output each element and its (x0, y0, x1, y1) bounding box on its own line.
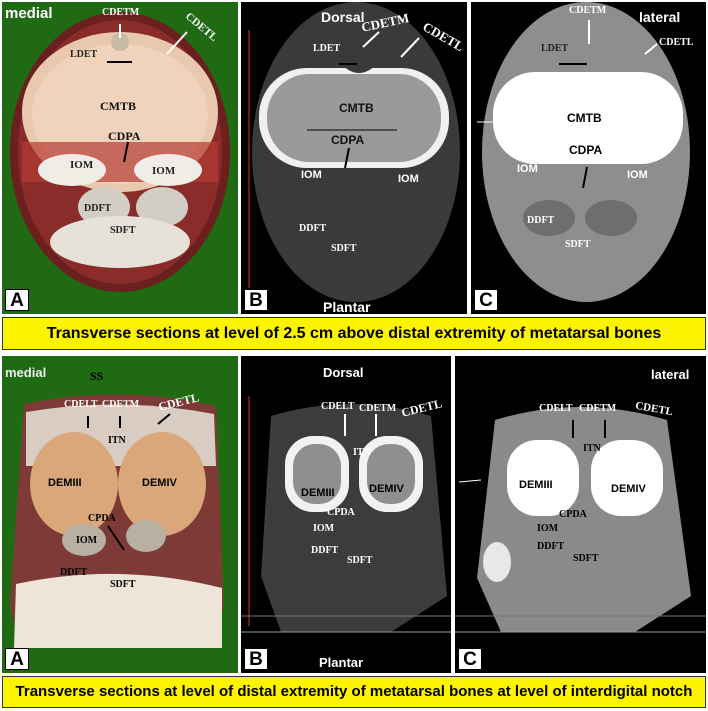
label-cdpa: CDPA (108, 129, 141, 143)
label-ldet: LDET (541, 43, 569, 54)
label-sdft: SDFT (347, 555, 373, 566)
label-iom: IOM (537, 523, 559, 534)
panel-letter-a: A (5, 648, 29, 670)
label-cdetm: CDETM (359, 403, 397, 414)
label-demiv: DEMIV (369, 483, 404, 495)
panel-letter-b: B (244, 648, 268, 670)
row1-specimen-drawing (10, 12, 230, 292)
label-cmtb: CMTB (100, 99, 136, 113)
label-sdft: SDFT (110, 579, 136, 590)
row1-panel-b: Dorsal CDETM CDETL LDET CMTB CDPA IOM IO… (241, 2, 467, 314)
label-iom-right: IOM (627, 169, 648, 181)
label-cmtb: CMTB (339, 101, 374, 115)
label-ddft: DDFT (311, 545, 339, 556)
label-ddft: DDFT (299, 223, 327, 234)
label-demiii: DEMIII (519, 479, 553, 491)
label-iom-left: IOM (517, 163, 538, 175)
orientation-lateral: lateral (639, 9, 681, 25)
label-sdft: SDFT (573, 553, 599, 564)
label-iom-right: IOM (152, 165, 176, 177)
label-demiv: DEMIV (611, 483, 646, 495)
label-cdpa: CDPA (569, 143, 603, 157)
panel-letter-c: C (458, 648, 482, 670)
label-cdetm: CDETM (579, 403, 617, 414)
label-cdpa: CDPA (331, 133, 365, 147)
panel-letter-b: B (244, 289, 268, 311)
label-demiv: DEMIV (142, 477, 177, 489)
label-cpda: CPDA (559, 509, 587, 520)
orientation-plantar: Plantar (319, 655, 364, 670)
row2-panel-b: Dorsal CDELT CDETM CDETL ITN DEMIII DEMI… (241, 356, 451, 673)
row2-ct-drawing (241, 396, 451, 633)
label-cdetm: CDETM (102, 7, 140, 18)
row2-panel-c: lateral CDELT CDETM CDETL ITN DEMIII DEM… (455, 356, 706, 673)
label-iom: IOM (313, 523, 335, 534)
row1-ct-drawing (248, 2, 460, 302)
label-ldet: LDET (313, 43, 341, 54)
orientation-medial: medial (5, 365, 47, 380)
label-cdelt: CDELT (64, 399, 98, 410)
label-demiii: DEMIII (301, 487, 335, 499)
orientation-dorsal: Dorsal (321, 9, 365, 25)
label-cdetm: CDETM (102, 399, 140, 410)
orientation-medial: medial (5, 5, 53, 22)
label-ldet: LDET (70, 49, 98, 60)
label-sdft: SDFT (110, 225, 136, 236)
label-cdetm: CDETM (569, 5, 607, 16)
label-ddft: DDFT (527, 215, 555, 226)
row1-caption: Transverse sections at level of 2.5 cm a… (2, 317, 706, 350)
label-cpda: CPDA (88, 513, 116, 524)
label-itn: ITN (583, 443, 601, 454)
row2-specimen-drawing (10, 394, 224, 648)
orientation-dorsal: Dorsal (323, 365, 364, 380)
orientation-plantar: Plantar (323, 299, 371, 314)
label-cmtb: CMTB (567, 111, 602, 125)
label-cpda: CPDA (327, 507, 355, 518)
panel-letter-a: A (5, 289, 29, 311)
row2-ct-bone-drawing (455, 407, 706, 633)
label-itn: ITN (353, 447, 371, 458)
label-cdelt: CDELT (321, 401, 355, 412)
label-iom-left: IOM (70, 159, 94, 171)
label-ddft: DDFT (537, 541, 565, 552)
label-ddft: DDFT (84, 203, 112, 214)
label-sdft: SDFT (331, 243, 357, 254)
label-cdelt: CDELT (539, 403, 573, 414)
label-ss: SS (90, 369, 104, 383)
panel-letter-c: C (474, 289, 498, 311)
orientation-lateral: lateral (651, 367, 690, 382)
label-sdft: SDFT (565, 239, 591, 250)
row2-panel-a: medial SS CDELT CDETM CDETL ITN DEMIII D… (2, 356, 238, 673)
label-demiii: DEMIII (48, 477, 82, 489)
row2-caption: Transverse sections at level of distal e… (2, 676, 706, 708)
label-iom: IOM (76, 535, 98, 546)
label-iom-left: IOM (301, 169, 322, 181)
row1-ct-bone-drawing (477, 2, 690, 302)
row1-panel-c: CDETM lateral CDETL LDET CMTB CDPA IOM I… (471, 2, 706, 314)
label-cdetl: CDETL (659, 37, 694, 48)
label-itn: ITN (108, 435, 126, 446)
label-ddft: DDFT (60, 567, 88, 578)
row1-panel-a: medial CDETM CDETL LDET CMTB CDPA IOM IO… (2, 2, 238, 314)
label-iom-right: IOM (398, 173, 419, 185)
